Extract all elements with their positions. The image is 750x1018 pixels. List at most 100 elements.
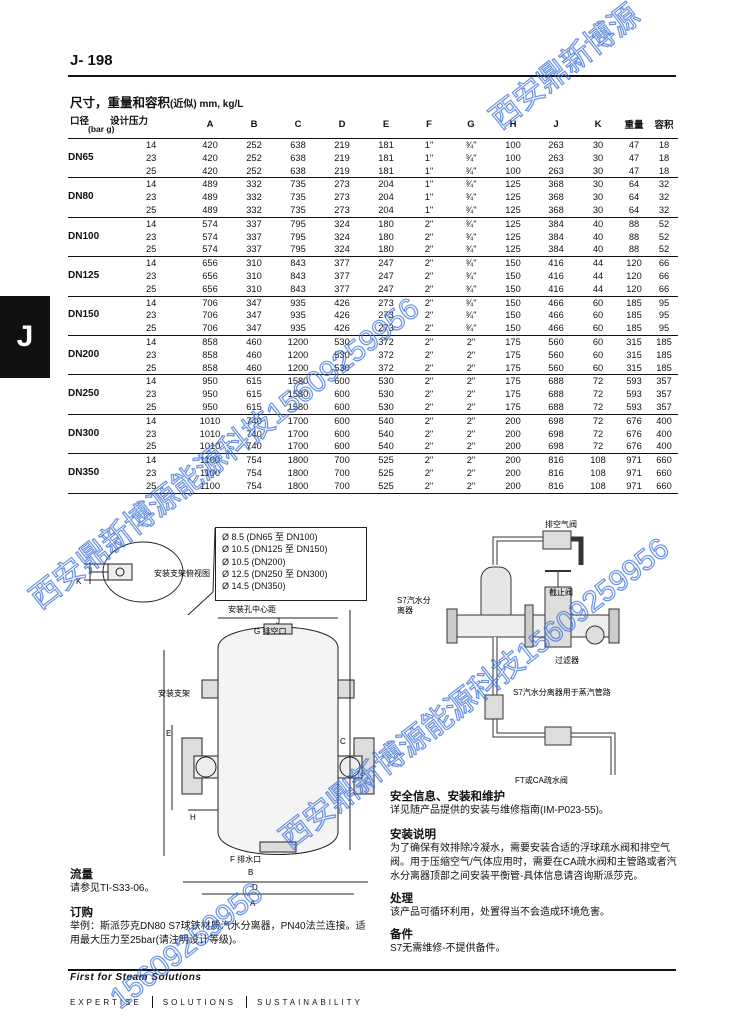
- value-cell: 18: [658, 152, 670, 163]
- value-cell: ¾": [465, 140, 477, 150]
- value-cell: 315: [626, 349, 642, 360]
- value-cell: 181: [378, 140, 394, 150]
- pressure-cell: 25: [146, 362, 157, 373]
- value-cell: 44: [578, 256, 618, 270]
- value-cell: 150: [492, 295, 534, 310]
- value-cell: 816: [548, 467, 564, 478]
- value-cell: 357: [656, 389, 672, 400]
- value-cell: 324: [334, 244, 350, 255]
- value-cell: 530: [320, 334, 364, 349]
- value-cell: 540: [378, 428, 394, 439]
- value-cell: 971: [626, 467, 642, 478]
- value-cell: 1": [424, 152, 434, 163]
- pressure-cell: 14: [140, 413, 188, 428]
- value-cell: 740: [246, 428, 262, 439]
- header-size: 口径: [70, 116, 90, 127]
- pressure-cell: 23: [146, 192, 157, 203]
- value-cell: 2": [466, 349, 476, 360]
- value-cell: 754: [246, 467, 262, 478]
- pressure-cell: 25: [146, 441, 157, 452]
- value-cell: ¾": [465, 152, 477, 163]
- value-cell: 600: [320, 413, 364, 428]
- size-cell: DN150: [68, 295, 140, 336]
- value-cell: 95: [658, 323, 670, 334]
- value-cell: 60: [592, 323, 604, 334]
- value-cell: 150: [492, 256, 534, 270]
- value-cell: ¾": [465, 244, 477, 255]
- size-cell: DN100: [68, 216, 140, 257]
- value-cell: 357: [650, 374, 678, 389]
- section-title: 尺寸，重量和容积(近似) mm, kg/L: [70, 92, 243, 111]
- value-cell: 2": [408, 453, 450, 467]
- value-cell: 219: [334, 152, 350, 163]
- value-cell: 795: [290, 231, 306, 242]
- tagline-expertise: EXPERTISE: [70, 997, 142, 1007]
- bracket-label: 安装支架: [158, 688, 190, 698]
- value-cell: 273: [378, 323, 394, 334]
- value-cell: 247: [364, 256, 408, 270]
- installation-diagram: 排空气阀 S7汽水分 离器 截止阀 过滤器 S7汽水分离器用于蒸汽管路 FT或C…: [397, 519, 620, 785]
- disposal-text: 该产品可循环利用，处置得当不会造成环境危害。: [390, 907, 610, 918]
- stop-valve-label: 截止阀: [549, 587, 573, 597]
- col-c: C: [294, 118, 302, 130]
- value-cell: 843: [276, 256, 320, 270]
- value-cell: 2": [450, 413, 492, 428]
- value-cell: 252: [246, 152, 262, 163]
- value-cell: 426: [320, 295, 364, 310]
- value-cell: 706: [202, 310, 218, 321]
- value-cell: 175: [505, 349, 521, 360]
- size-cell: DN80: [68, 177, 140, 218]
- value-cell: 2": [408, 216, 450, 231]
- page-code: J- 198: [70, 52, 113, 69]
- value-cell: 372: [378, 349, 394, 360]
- col-h: H: [509, 118, 517, 130]
- hole-size-5: Ø 14.5 (DN350): [222, 581, 286, 592]
- value-cell: 1580: [276, 374, 320, 389]
- value-cell: 125: [505, 204, 521, 215]
- value-cell: 400: [656, 441, 672, 452]
- value-cell: 200: [505, 428, 521, 439]
- size-cell: DN125: [68, 256, 140, 297]
- value-cell: 2": [424, 467, 434, 478]
- pressure-cell: 23: [146, 231, 157, 242]
- header-pressure: 设计压力: [110, 116, 149, 127]
- value-cell: 2": [450, 334, 492, 349]
- value-cell: 676: [618, 413, 650, 428]
- value-cell: 40: [578, 216, 618, 231]
- value-cell: 660: [650, 453, 678, 467]
- value-cell: 66: [650, 256, 678, 270]
- value-cell: 2": [408, 256, 450, 270]
- pressure-cell: 23: [146, 467, 157, 478]
- value-cell: 698: [548, 428, 564, 439]
- hole-size-2: Ø 10.5 (DN125 至 DN150): [222, 544, 328, 555]
- spec-table: 口径 设计压力 (bar g) A B C D E F G H J K 重量 容…: [68, 110, 678, 494]
- size-cell: DN350: [68, 453, 140, 494]
- tagline-divider: [151, 996, 153, 1008]
- value-cell: 600: [320, 374, 364, 389]
- footer-rule: [68, 969, 676, 971]
- hole-size-3: Ø 10.5 (DN200): [222, 556, 286, 567]
- value-cell: 574: [202, 244, 218, 255]
- value-cell: 88: [628, 244, 640, 255]
- value-cell: 615: [246, 389, 262, 400]
- safety-title: 安全信息、安装和维护: [390, 791, 505, 803]
- size-cell: DN300: [68, 413, 140, 454]
- pressure-cell: 25: [146, 165, 157, 176]
- tagline-sustainability: SUSTAINABILITY: [257, 997, 363, 1007]
- value-cell: 2": [424, 231, 434, 242]
- value-cell: 2": [424, 401, 434, 412]
- value-cell: 204: [378, 192, 394, 203]
- value-cell: 2": [466, 467, 476, 478]
- value-cell: 2": [466, 428, 476, 439]
- value-cell: 540: [364, 413, 408, 428]
- value-cell: 95: [658, 310, 670, 321]
- disposal-title: 处理: [390, 893, 413, 905]
- value-cell: 324: [334, 231, 350, 242]
